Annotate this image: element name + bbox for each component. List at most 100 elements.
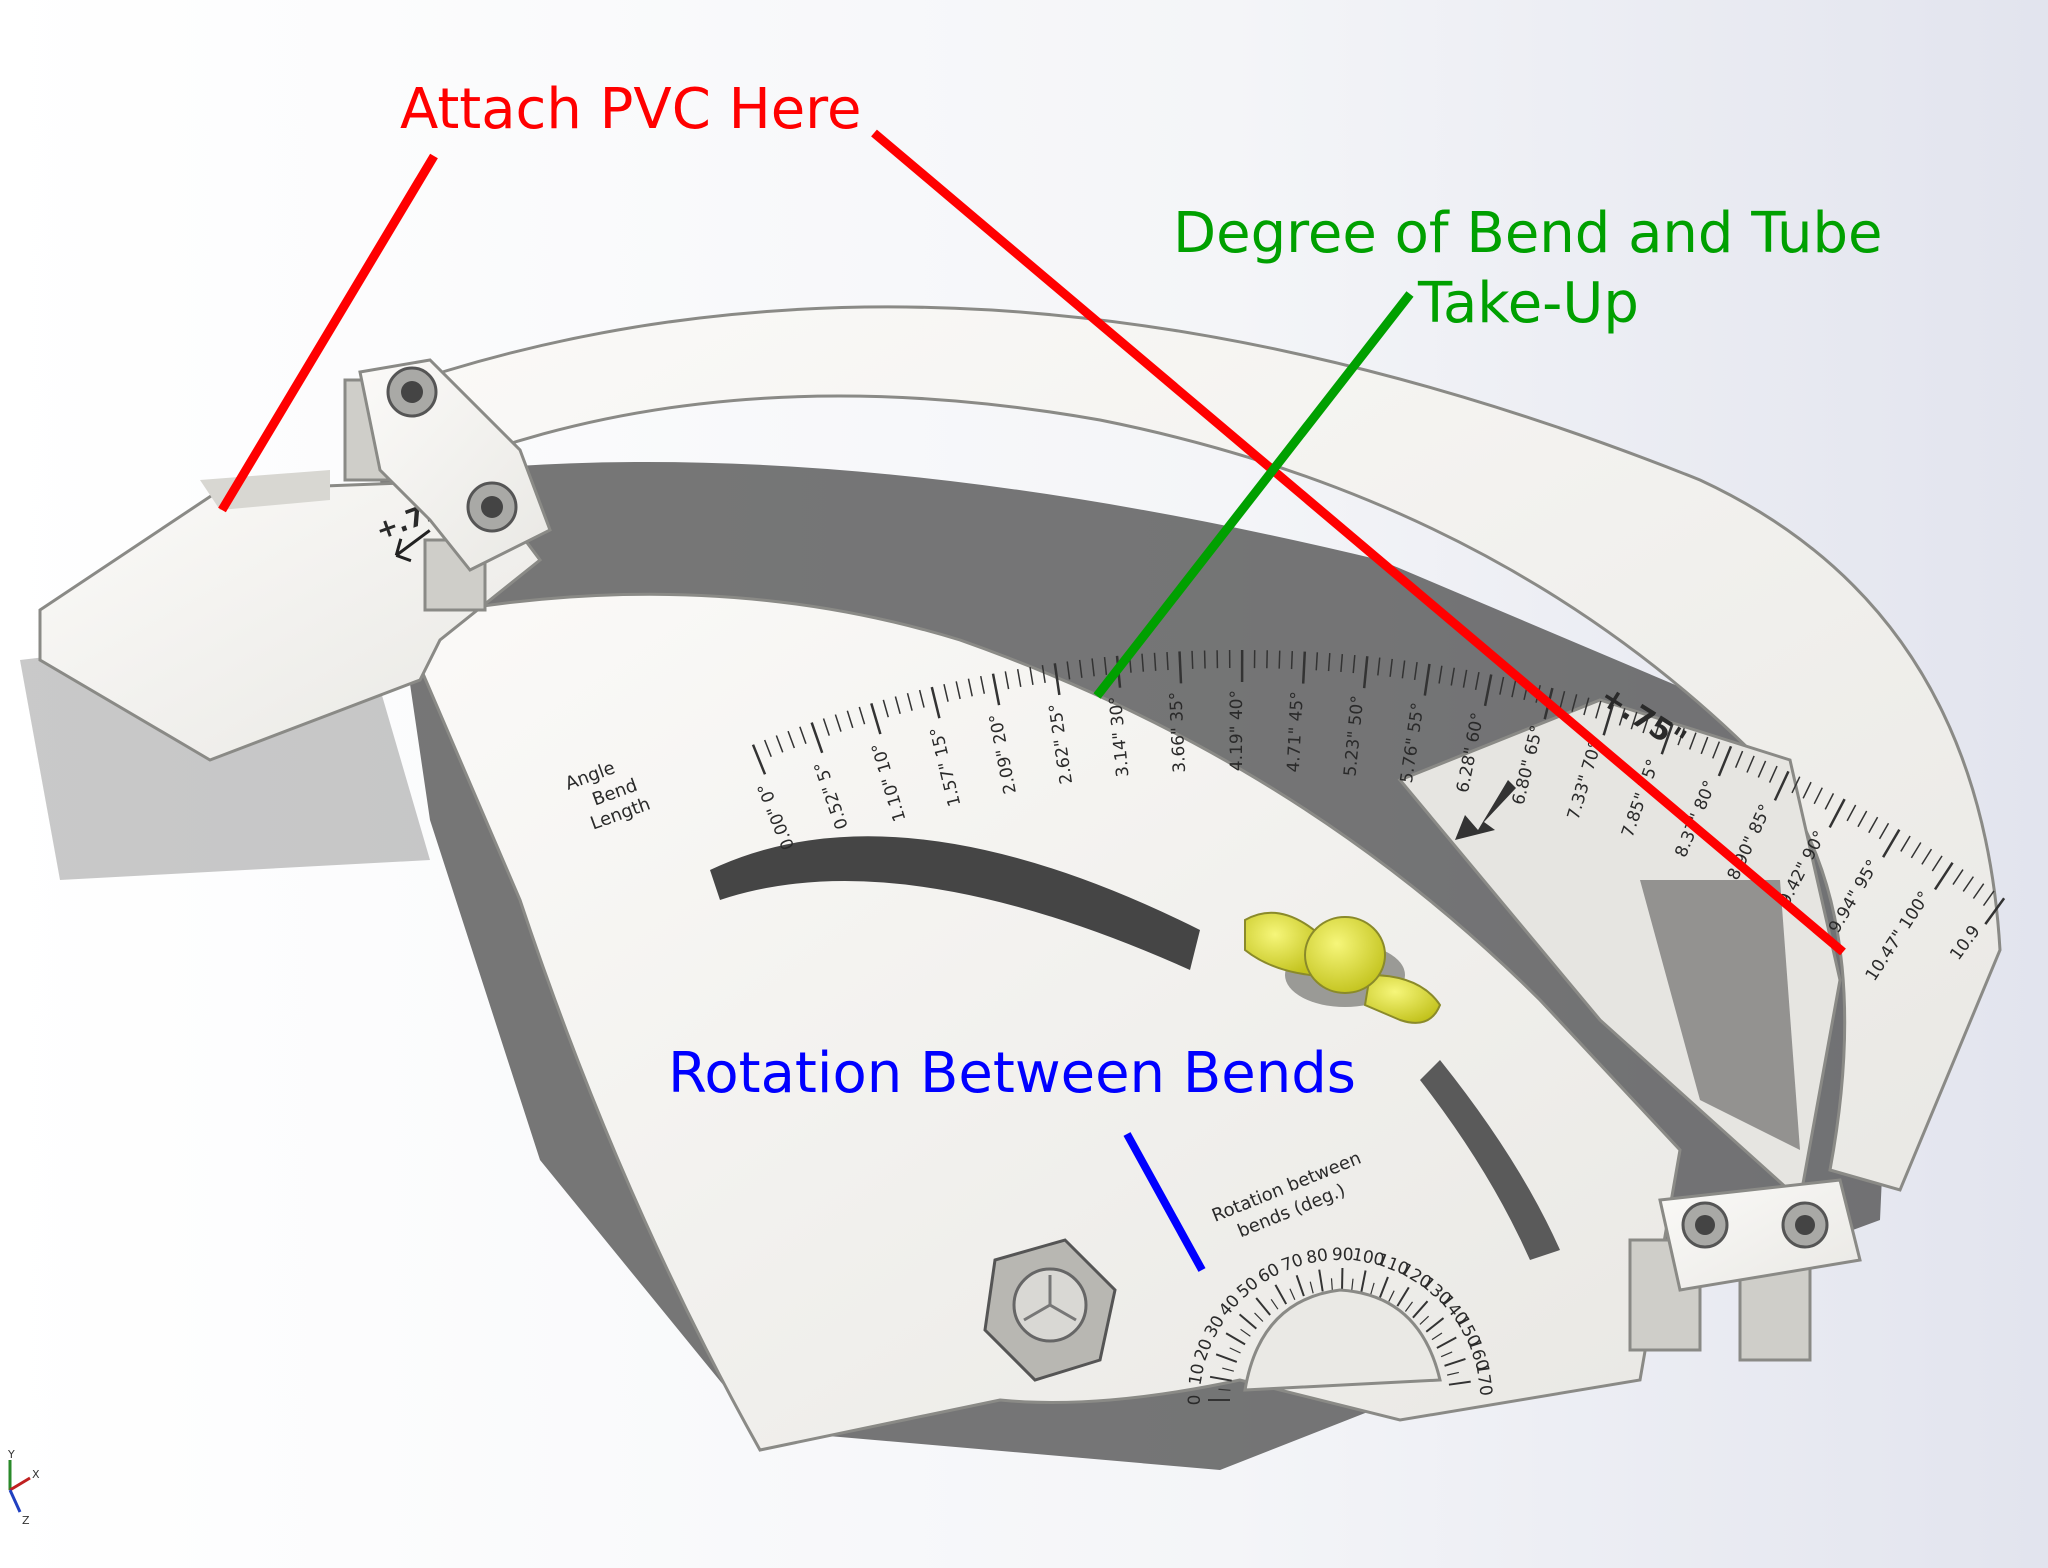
annotation-lines [218,129,1846,1272]
scale-tick [1004,671,1010,690]
scale-tick [1389,658,1393,677]
attach-pvc-pointer-left [218,153,438,513]
scale-tick [1141,653,1145,672]
scale-tick [1910,842,1922,859]
main-plate [397,592,1682,1452]
rotation-label: Rotation Between Bends [668,1041,1356,1106]
scale-tick [1688,732,1697,750]
scale-tick [1828,798,1846,829]
scale-tick [1813,787,1823,805]
scale-tick [1423,663,1431,696]
dial-tick [1370,1282,1375,1295]
scale-tick [1972,883,1985,899]
scale-tick [1559,690,1566,709]
scale-tick [1595,700,1602,719]
scale-tick [1618,708,1626,726]
dial-tick [1289,1288,1296,1300]
scale-tick [1340,653,1344,673]
dial-tick [1360,1270,1367,1293]
scale-tick [1878,822,1890,840]
dial-tick [1218,1388,1231,1391]
scale-tick [858,706,866,725]
dial-tick [1222,1367,1234,1372]
scale-tick [1700,736,1709,755]
curved-slot-lower [1420,1060,1560,1260]
dial-label: 170 [1471,1362,1495,1397]
dial-tick [1225,1332,1246,1346]
scale-tick [882,699,889,718]
degree-bend-pointer [1093,291,1414,699]
scale-tick [763,739,772,758]
scale-tick [1571,694,1578,712]
scale-tick [1882,828,1901,858]
scale-tick [1630,711,1638,730]
scale-tick [918,689,925,708]
dial-tick [1295,1274,1305,1297]
scale-label: 4.19" 40° [1227,690,1247,771]
dial-tick [1254,1312,1264,1322]
degree-bend-label-line1: Degree of Bend and Tube [1173,201,1882,266]
scale-tick [799,726,807,744]
scale-tick [1982,890,1995,907]
scale-tick [822,718,830,736]
standoff-bottom-right [1628,1178,1862,1362]
scale-tick [1791,776,1801,794]
axis-y-label: Y [7,1448,15,1461]
scale-tick [1191,650,1194,669]
scale-tick [955,681,961,700]
scale-tick [1952,869,1964,885]
rotation-pointer [1123,1132,1206,1272]
scale-tick [1029,666,1034,685]
scale-tick [1712,741,1721,759]
scale-tick [1413,662,1418,681]
dial-tick [1396,1286,1410,1307]
scale-tick [1857,810,1868,828]
scale-label: 3.66" 35° [1166,691,1190,773]
wing-knob [1244,911,1442,1024]
hex-nut [983,1238,1117,1382]
dial-tick [1351,1278,1354,1291]
dial-cutout [1243,1288,1442,1392]
scale-tick [1091,658,1095,677]
dial-tick [1447,1371,1459,1376]
scale-tick [1362,656,1369,689]
dial-label: 10 [1186,1362,1209,1387]
pvc-rail-right [1397,698,1842,1203]
scale-tick [1677,727,1685,746]
scale-tick [1921,848,1933,865]
scale-tick [1984,897,2006,925]
dial-tick [1419,1315,1430,1325]
dial-tick [1425,1317,1445,1333]
dial-label: 80 [1305,1245,1330,1268]
scale-tick [1352,655,1356,674]
scale-tick [751,744,767,775]
dial-tick [1318,1269,1324,1292]
dial-tick [1444,1358,1466,1367]
dial-tick [1404,1301,1414,1312]
axis-z-label: Z [22,1514,30,1527]
pointer-arrow-icon [1455,780,1516,840]
scale-tick [1824,793,1835,810]
scale-tick [967,678,973,697]
dial-tick [1431,1332,1443,1341]
scale-tick [1078,659,1083,678]
standoff-top-left [343,358,552,612]
dial-tick [1440,1351,1453,1358]
dial-tick [1379,1276,1389,1298]
attach-pvc-label: Attach PVC Here [400,77,861,142]
axis-triad-icon: Y X Z [7,1448,40,1527]
scale-tick [1462,669,1468,688]
scale-tick [1660,723,1674,755]
dial-tick [1215,1353,1238,1363]
scale-tick [1717,745,1733,777]
scale-tick [979,675,986,694]
scale-tick [1301,651,1307,684]
dial-tick [1238,1313,1257,1330]
scale-tick [1278,650,1281,669]
scale-tick [1734,750,1744,768]
scale-tick [1016,669,1022,688]
dial-tick [1436,1336,1457,1349]
scale-tick [894,696,901,715]
scale-tick [1290,651,1294,670]
scale-tick [1846,804,1857,822]
